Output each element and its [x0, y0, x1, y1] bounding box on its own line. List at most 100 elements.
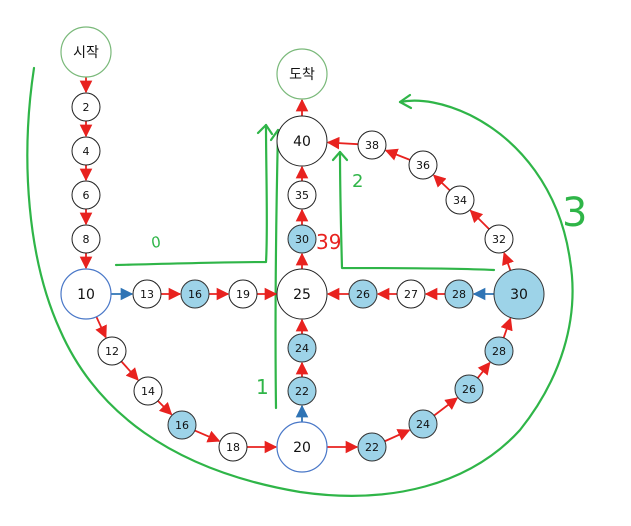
node-n4: 4: [71, 136, 101, 166]
edge-n36-to-n38: [384, 148, 411, 161]
node-circle: [60, 26, 112, 78]
node-circle: [71, 136, 101, 166]
node-n20: 20: [276, 421, 328, 473]
node-label: 24: [416, 418, 430, 431]
node-label: 14: [141, 385, 155, 398]
green-arrowhead-3: [398, 93, 413, 110]
node-finish: 도착: [276, 48, 328, 100]
node-circle: [484, 336, 514, 366]
node-label: 36: [416, 159, 430, 172]
node-label: 24: [295, 342, 309, 355]
node-circle: [408, 150, 438, 180]
edge-n10-to-n12: [95, 316, 107, 339]
node-label: 16: [175, 419, 189, 432]
edge-n16b-to-n18: [194, 429, 221, 443]
node-label: 4: [83, 145, 90, 158]
node-circle: [287, 376, 317, 406]
node-n32: 32: [484, 224, 514, 254]
node-label: 34: [453, 194, 467, 207]
edge-n14-to-n16b: [157, 400, 173, 416]
node-circle: [408, 409, 438, 439]
node-n26a: 26: [454, 374, 484, 404]
node-label: 35: [295, 189, 309, 202]
node-label: 22: [365, 441, 379, 454]
node-n25: 25: [276, 268, 328, 320]
green-stroke-2: [338, 150, 496, 272]
node-circle: [348, 279, 378, 309]
node-circle: [228, 279, 258, 309]
green-stroke-1: [274, 128, 280, 410]
node-n40: 40: [276, 115, 328, 167]
node-n18: 18: [218, 432, 248, 462]
green-arrowhead-0: [256, 123, 274, 136]
node-label: 시작: [73, 45, 99, 61]
node-label: 26: [356, 288, 370, 301]
node-label: 30: [295, 233, 309, 246]
node-n16: 16: [180, 279, 210, 309]
node-n24c: 24: [287, 333, 317, 363]
node-circle: [218, 432, 248, 462]
node-label: 13: [140, 288, 154, 301]
node-label: 27: [404, 288, 418, 301]
edge-n22a-to-n24a: [384, 429, 411, 443]
node-label: 28: [452, 288, 466, 301]
node-n28b: 28: [444, 279, 474, 309]
node-label: 22: [295, 385, 309, 398]
node-circle: [287, 333, 317, 363]
node-label: 40: [293, 134, 311, 150]
node-circle: [454, 374, 484, 404]
node-label: 8: [83, 233, 90, 246]
node-circle: [71, 92, 101, 122]
node-label: 10: [77, 287, 95, 303]
handwritten-annotations: [26, 66, 574, 497]
node-circle: [276, 421, 328, 473]
edge-n32-to-n34: [469, 209, 490, 230]
node-label: 32: [492, 233, 506, 246]
node-label: 18: [226, 441, 240, 454]
edge-n12-to-n14: [120, 360, 139, 381]
node-circle: [484, 224, 514, 254]
node-circle: [180, 279, 210, 309]
edge-n28a-to-n30: [500, 317, 513, 339]
node-n34: 34: [445, 185, 475, 215]
node-circle: [60, 268, 112, 320]
node-label: 38: [365, 139, 379, 152]
node-circle: [276, 48, 328, 100]
node-n10: 10: [60, 268, 112, 320]
edge-n26a-to-n28a: [476, 361, 491, 379]
node-n2: 2: [71, 92, 101, 122]
node-n38: 38: [357, 130, 387, 160]
edge-n24a-to-n26a: [433, 397, 459, 417]
node-circle: [493, 268, 545, 320]
node-n22a: 22: [357, 432, 387, 462]
node-n35: 35: [287, 180, 317, 210]
annotation-2: 2: [352, 171, 363, 192]
node-n6: 6: [71, 180, 101, 210]
node-circle: [445, 185, 475, 215]
annotation-0: 0: [150, 233, 162, 252]
node-circle: [276, 115, 328, 167]
node-n27: 27: [396, 279, 426, 309]
node-n14: 14: [133, 376, 163, 406]
node-n19: 19: [228, 279, 258, 309]
green-loop-left: [26, 66, 574, 497]
node-label: 2: [83, 101, 90, 114]
node-circle: [444, 279, 474, 309]
node-label: 20: [293, 440, 311, 456]
node-n8: 8: [71, 224, 101, 254]
edge-n34-to-n36: [432, 174, 451, 192]
node-circle: [133, 376, 163, 406]
node-label: 30: [510, 287, 528, 303]
node-n28a: 28: [484, 336, 514, 366]
node-circle: [357, 432, 387, 462]
node-circle: [132, 279, 162, 309]
node-n13: 13: [132, 279, 162, 309]
edges: [79, 77, 514, 454]
node-label: 도착: [289, 67, 315, 83]
node-n30c: 30: [287, 224, 317, 254]
node-n16b: 16: [167, 410, 197, 440]
node-circle: [276, 268, 328, 320]
node-n24a: 24: [408, 409, 438, 439]
